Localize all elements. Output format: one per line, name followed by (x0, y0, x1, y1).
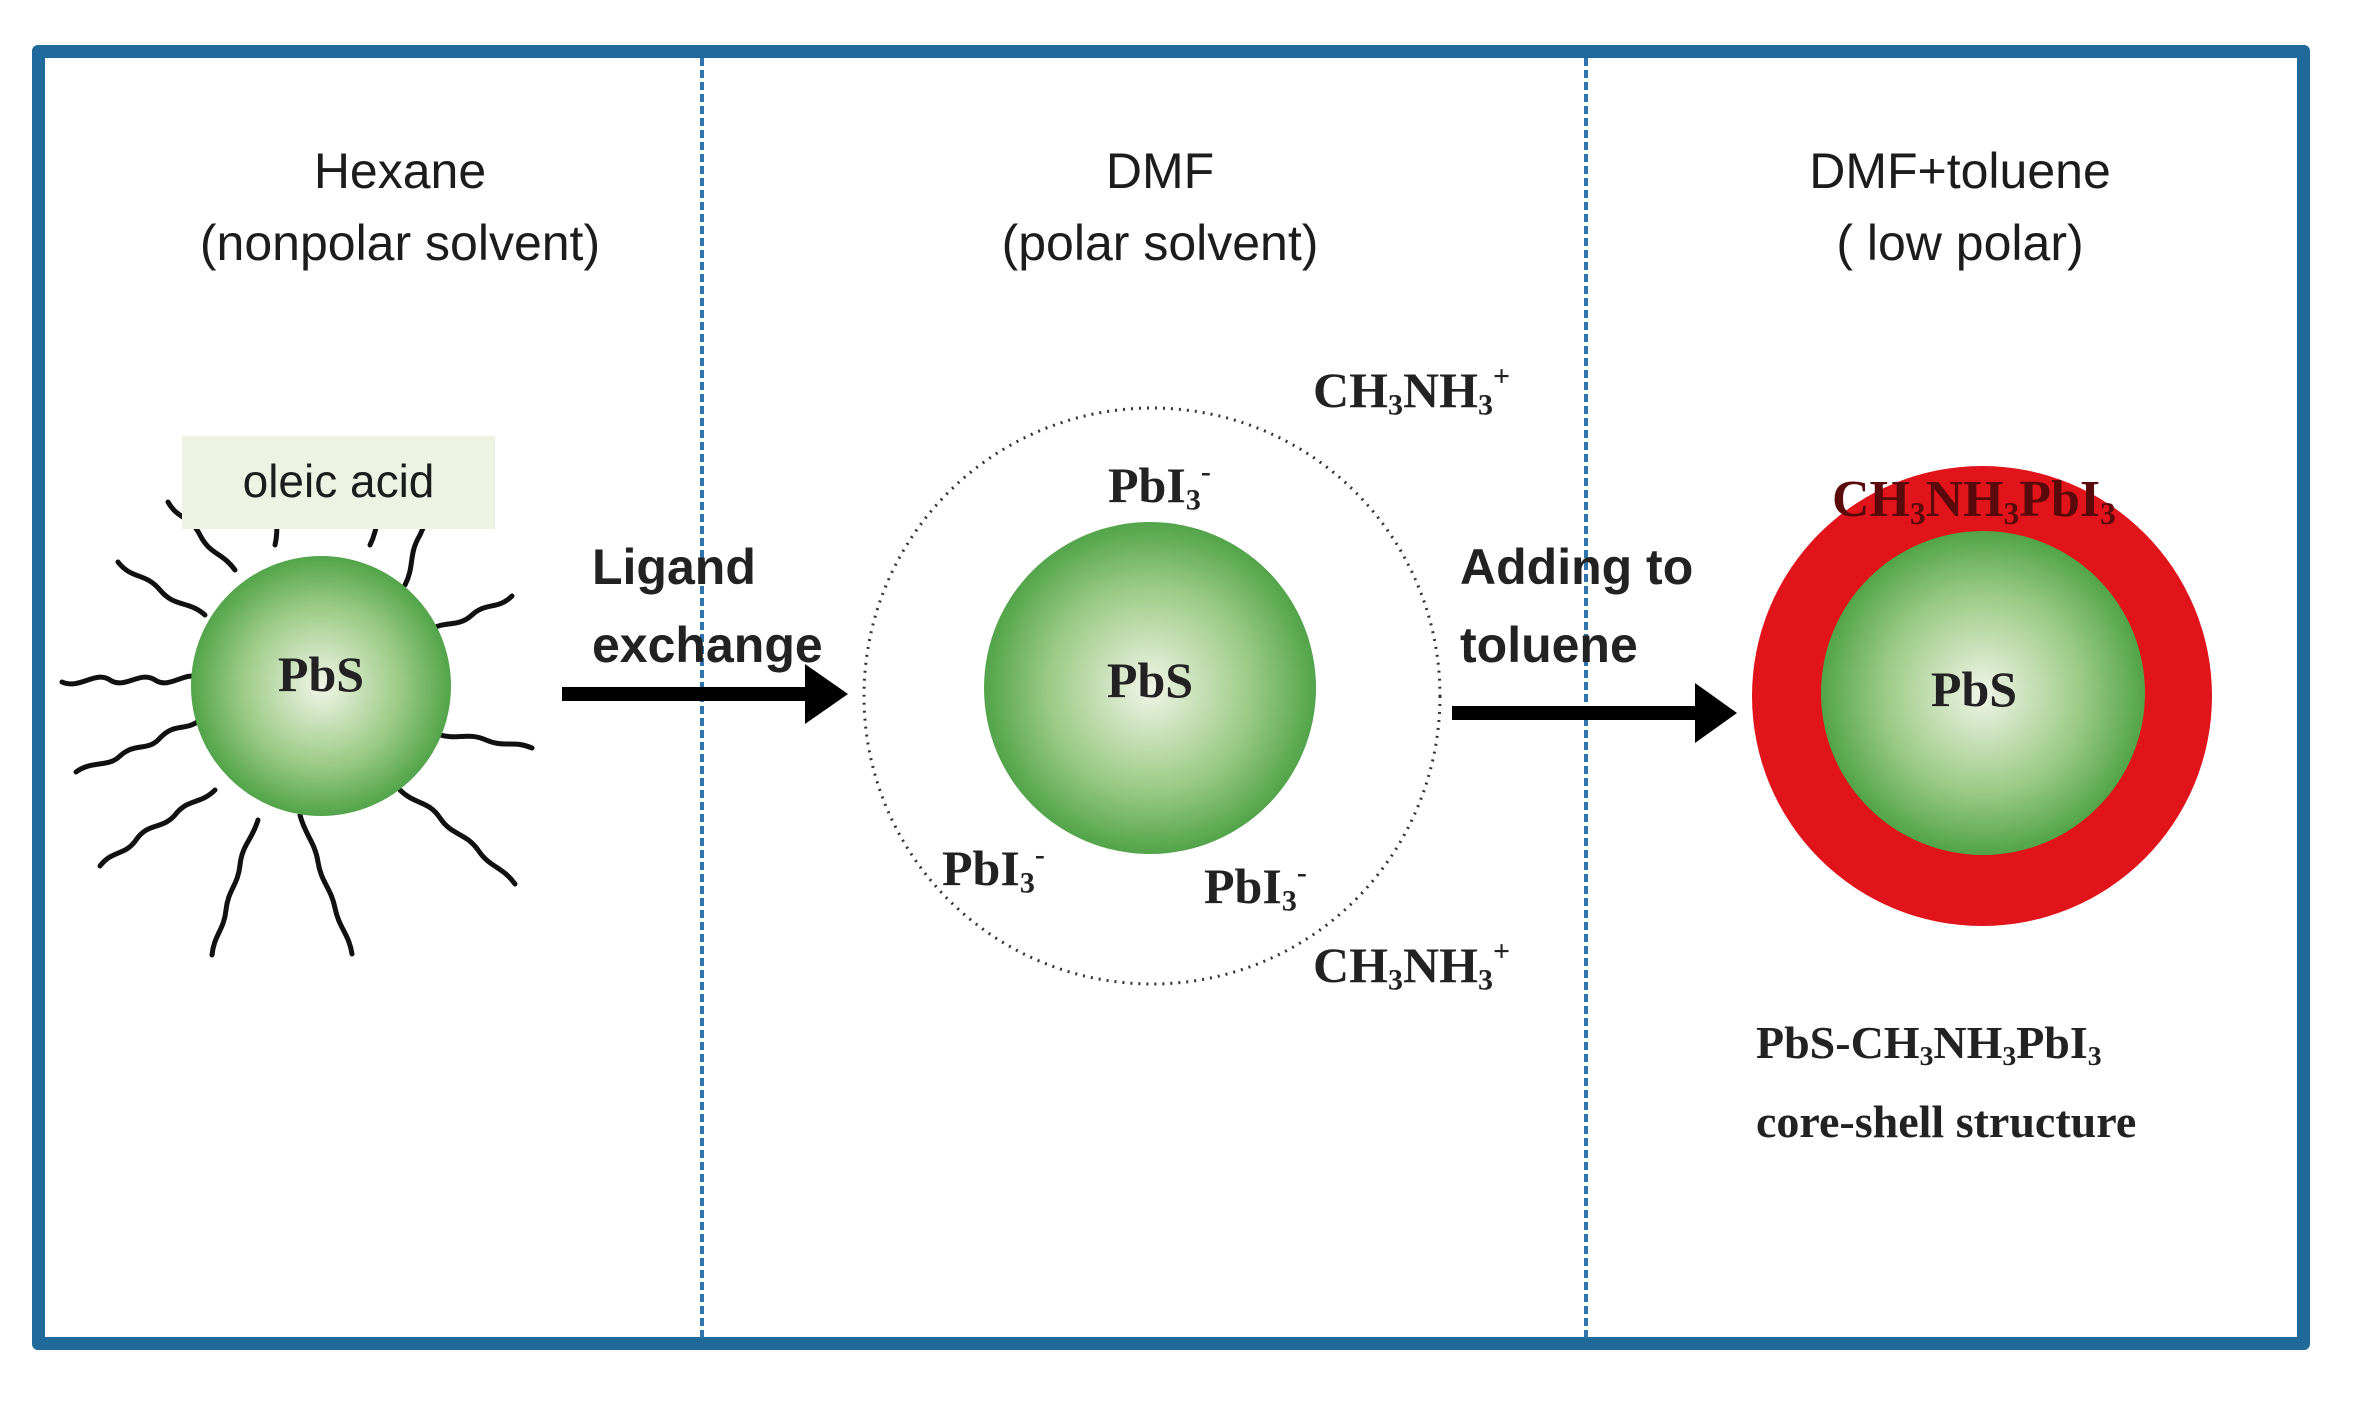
ma-sub1: 3 (1388, 963, 1403, 997)
panel-title-line2: (nonpolar solvent) (199, 215, 601, 271)
divider-2 (1584, 58, 1588, 1338)
shell-pbi: PbI (2019, 471, 2101, 528)
shell-ch: CH (1832, 471, 1910, 528)
shell-sub1: 3 (1910, 495, 1926, 531)
ma-nh: NH (1403, 362, 1478, 418)
pbs-label-2: PbS (1106, 652, 1194, 708)
caption-line2: core-shell structure (1756, 1095, 2137, 1147)
ma-sub2: 3 (1478, 963, 1493, 997)
ligand-exchange-line1: Ligand (592, 539, 756, 595)
panel-title-dmf: DMF (polar solvent) (880, 135, 1440, 279)
ligand-exchange-label: Ligand exchange (592, 528, 823, 684)
shell-sub3: 3 (2100, 495, 2116, 531)
pbs-core-1 (191, 556, 451, 816)
pbi3-label-top: PbI3- (1108, 455, 1211, 518)
ma-sup: + (1493, 935, 1511, 968)
panel-title-hexane: Hexane (nonpolar solvent) (120, 135, 680, 279)
pbi3-base: PbI (942, 840, 1020, 896)
panel-title-dmf-toluene: DMF+toluene ( low polar) (1680, 135, 2240, 279)
ma-sub2: 3 (1478, 388, 1493, 422)
pbi3-sup: - (1034, 838, 1045, 871)
pbi3-sub: 3 (1185, 483, 1201, 517)
panel-title-line1: DMF+toluene (1809, 143, 2111, 199)
ma-sub1: 3 (1388, 388, 1403, 422)
pbi3-base: PbI (1204, 858, 1282, 914)
caption-sub3: 3 (2087, 1039, 2102, 1071)
pbs-label-3: PbS (1930, 661, 2018, 717)
pbi3-sub: 3 (1019, 866, 1035, 900)
adding-toluene-label: Adding to toluene (1460, 528, 1693, 684)
caption-pbs-ch: PbS-CH (1756, 1017, 1920, 1068)
caption-sub2: 3 (2002, 1039, 2017, 1071)
pbi3-label-right: PbI3- (1204, 856, 1307, 919)
pbi3-sup: - (1296, 856, 1307, 889)
caption-nh: NH (1933, 1017, 2003, 1068)
ma-ch: CH (1313, 937, 1388, 993)
arrow-adding-toluene-head (1695, 683, 1737, 743)
pbs-label-1: PbS (277, 646, 365, 702)
pbi3-sub: 3 (1281, 884, 1297, 918)
ma-ch: CH (1313, 362, 1388, 418)
shell-label: CH3NH3PbI3 (1832, 470, 2116, 532)
shell-sub2: 3 (2003, 495, 2020, 531)
ligand-exchange-line2: exchange (592, 617, 823, 673)
ma-nh: NH (1403, 937, 1478, 993)
methylammonium-label-bottom: CH3NH3+ (1313, 935, 1510, 998)
methylammonium-label-top: CH3NH3+ (1313, 360, 1510, 423)
panel-title-line2: (polar solvent) (1001, 215, 1319, 271)
oleic-acid-label-bg (182, 436, 495, 529)
core-shell-caption: PbS-CH3NH3PbI3 core-shell structure (1756, 1010, 2136, 1155)
shell-nh: NH (1925, 471, 2004, 528)
adding-toluene-line1: Adding to (1460, 539, 1694, 595)
pbi3-label-left: PbI3- (942, 838, 1045, 901)
dotted-solvation-shell (862, 406, 1442, 986)
arrow-ligand-exchange-head (805, 664, 848, 724)
pbs-core-3 (1821, 531, 2145, 855)
pbi3-sup: - (1200, 455, 1211, 488)
panel-title-line2: ( low polar) (1836, 215, 2084, 271)
caption-line1: PbS-CH3NH3PbI3 (1756, 1010, 2136, 1089)
adding-toluene-line2: toluene (1460, 617, 1638, 673)
caption-sub1: 3 (1919, 1039, 1934, 1071)
oleic-acid-label: oleic acid (242, 455, 435, 507)
caption-pbi: PbI (2016, 1017, 2088, 1068)
panel-title-line1: DMF (1105, 143, 1215, 199)
panel-title-line1: Hexane (313, 143, 487, 199)
pbi3-base: PbI (1108, 457, 1186, 513)
pbs-core-2 (984, 522, 1316, 854)
ma-sup: + (1493, 360, 1511, 393)
